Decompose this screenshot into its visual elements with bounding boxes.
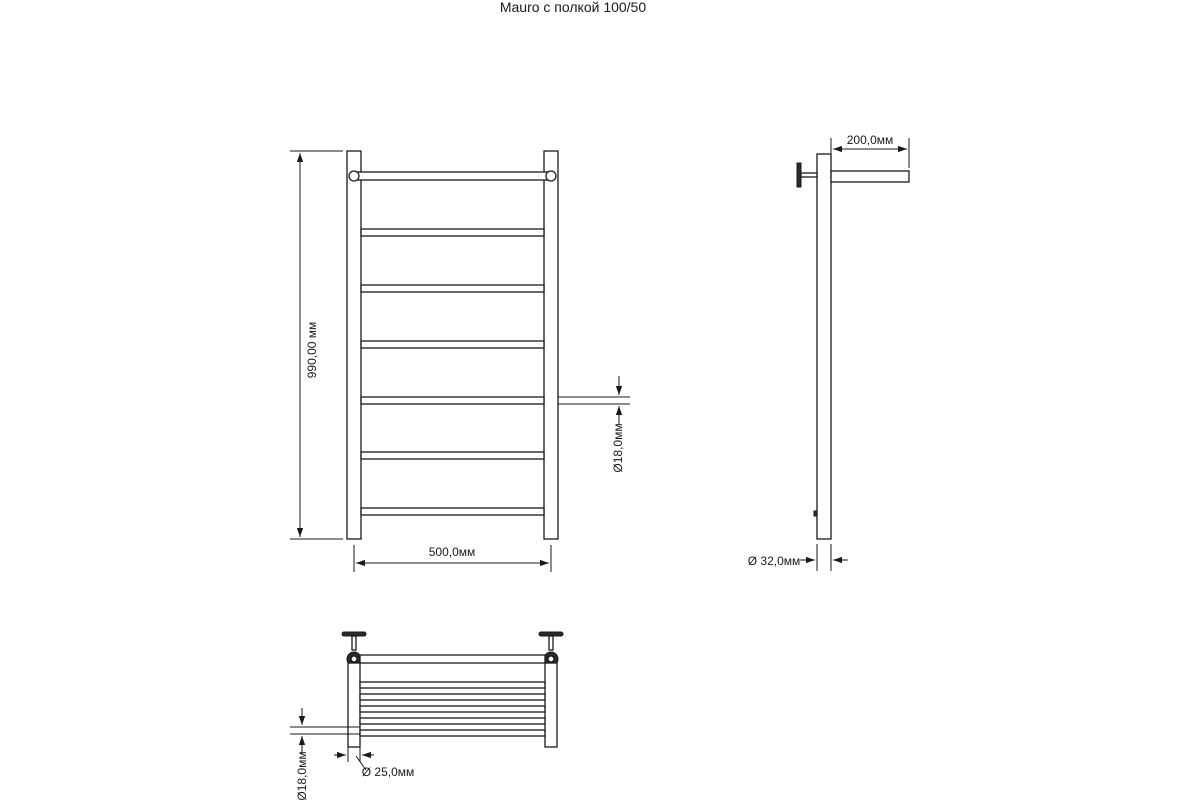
- side-view: 200,0мм Ø 32,0мм: [748, 133, 910, 571]
- wall-bracket-arm: [800, 172, 818, 178]
- height-dimension-label: 990,00 мм: [305, 322, 319, 379]
- right-post: [543, 150, 559, 540]
- side-post: [816, 153, 832, 540]
- width-dimension-label: 500,0мм: [429, 545, 476, 559]
- rung: [360, 451, 545, 460]
- left-post: [346, 150, 362, 540]
- top-view-back-bar: [359, 654, 546, 664]
- right-mount: [538, 631, 564, 667]
- top-view: Ø18,0мм Ø 25,0мм: [290, 631, 564, 801]
- top-rung: [354, 171, 552, 181]
- top-rung-diameter-label: Ø18,0мм: [295, 751, 309, 800]
- top-rung-cap-right: [545, 170, 557, 182]
- rung: [360, 228, 545, 237]
- rung: [360, 284, 545, 293]
- drawing-title: Mauro с полкой 100/50: [500, 0, 647, 15]
- shelf-rung: [359, 681, 546, 689]
- shelf-rung: [359, 705, 546, 713]
- shelf-rung: [359, 693, 546, 701]
- side-shelf: [830, 170, 910, 183]
- side-bottom-fitting: [813, 510, 818, 517]
- rung: [360, 340, 545, 349]
- front-view: 990,00 мм 500,0мм Ø18,0мм: [290, 150, 630, 572]
- top-rung-cap-left: [348, 170, 360, 182]
- mount-diameter-label: Ø 25,0мм: [362, 765, 415, 779]
- rung-diameter-label: Ø18,0мм: [611, 423, 625, 472]
- top-view-left-rail: [347, 662, 361, 748]
- top-view-right-rail: [544, 662, 558, 748]
- depth-dimension-label: 200,0мм: [847, 133, 894, 147]
- rung: [360, 507, 545, 516]
- rung: [360, 396, 545, 405]
- shelf-rung: [359, 717, 546, 725]
- shelf-rung: [359, 729, 546, 737]
- post-diameter-label: Ø 32,0мм: [748, 554, 801, 568]
